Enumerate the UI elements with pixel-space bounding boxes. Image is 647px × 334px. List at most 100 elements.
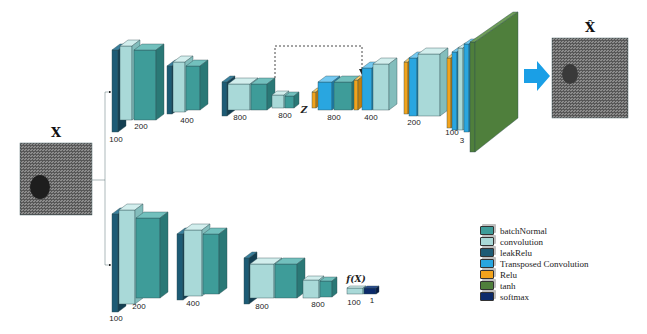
legend-text: Relu <box>500 270 517 280</box>
conv-layer <box>373 58 397 110</box>
legend-text: tanh <box>500 281 516 291</box>
transposed-conv-layer <box>409 58 417 116</box>
legend: batchNormalconvolutionleakReluTransposed… <box>480 225 588 302</box>
symbol-label: f(X) <box>346 275 365 284</box>
output-arrow <box>524 61 550 91</box>
channel-count: 200 <box>407 119 420 127</box>
legend-swatch <box>480 292 494 301</box>
channel-count: 400 <box>364 114 377 122</box>
batchnorm-layer <box>186 66 200 110</box>
skip-connection <box>275 46 365 78</box>
tanh-layer <box>475 12 518 152</box>
transposed-conv-layer <box>452 52 457 130</box>
conv-layer <box>228 84 250 110</box>
conv-layer <box>418 54 440 116</box>
relu-layer <box>404 62 408 114</box>
batchnorm-layer <box>320 277 337 297</box>
leakrelu-layer <box>112 214 118 312</box>
relu-layer <box>354 76 363 110</box>
leakrelu-layer <box>112 50 118 132</box>
conv-layer <box>458 48 463 130</box>
leakrelu-layer <box>167 66 172 114</box>
batchnorm-layer <box>294 92 299 108</box>
batchnorm-layer <box>156 44 164 120</box>
batchnorm-layer <box>186 60 208 110</box>
output-image: X̂ <box>552 38 628 118</box>
input-image: X <box>20 143 92 215</box>
channel-count: 800 <box>327 114 340 122</box>
batchnorm-layer <box>285 92 299 108</box>
output-image <box>552 38 628 118</box>
branch-arrows <box>92 92 111 265</box>
output-image <box>552 38 628 118</box>
batchnorm-layer <box>203 234 219 294</box>
conv-layer <box>373 64 389 110</box>
legend-swatch <box>480 270 494 279</box>
legend-text: Transposed Convolution <box>500 259 588 269</box>
softmax-layer <box>376 286 379 294</box>
legend-text: leakRelu <box>500 248 532 258</box>
channel-count: 400 <box>180 117 193 125</box>
transposed-conv-layer <box>362 68 372 110</box>
channel-count: 400 <box>186 300 199 308</box>
legend-swatch <box>480 226 494 235</box>
channel-count: 800 <box>255 303 268 311</box>
conv-layer <box>272 95 284 108</box>
branch-arrows <box>105 265 111 266</box>
batchnorm-layer <box>160 212 168 298</box>
legend-row: leakRelu <box>480 247 588 258</box>
legend-swatch <box>480 237 494 246</box>
relu-layer <box>447 58 451 128</box>
branch-arrows <box>105 92 111 93</box>
conv-layer <box>173 62 185 112</box>
batchnorm-layer <box>251 78 275 110</box>
skip-connection <box>275 46 362 78</box>
channel-count: 3 <box>460 137 464 145</box>
conv-layer <box>119 210 135 304</box>
softmax-layer <box>364 286 379 294</box>
legend-text: convolution <box>500 237 543 247</box>
leakrelu-layer <box>222 82 227 116</box>
image-label: X <box>51 125 61 140</box>
batchnorm-layer <box>219 228 227 294</box>
legend-swatch <box>480 248 494 257</box>
conv-layer <box>389 58 397 110</box>
batchnorm-layer <box>320 281 332 297</box>
input-image <box>30 175 50 199</box>
channel-count: 200 <box>132 303 145 311</box>
tanh-layer <box>470 12 518 152</box>
channel-count: 800 <box>233 114 246 122</box>
tanh-layer <box>470 42 475 152</box>
branch-arrows <box>92 92 105 265</box>
softmax-layer <box>364 288 376 294</box>
legend-row: batchNormal <box>480 225 588 236</box>
channel-count: 100 <box>109 136 122 144</box>
channel-count: 800 <box>278 112 291 120</box>
batchnorm-layer <box>134 50 156 120</box>
batchnorm-layer <box>275 264 297 298</box>
channel-count: 100 <box>445 129 458 137</box>
conv-layer <box>120 46 132 120</box>
conv-layer <box>184 230 202 296</box>
legend-row: convolution <box>480 236 588 247</box>
input-image <box>20 143 92 215</box>
batchnorm-layer <box>136 218 160 298</box>
transposed-conv-layer <box>464 44 469 132</box>
legend-swatch <box>480 281 494 290</box>
batchnorm-layer <box>134 44 164 120</box>
dense-layer <box>347 288 363 294</box>
output-image <box>562 64 578 84</box>
channel-count: 800 <box>311 301 324 309</box>
relu-layer <box>312 92 316 108</box>
image-label: X̂ <box>585 20 595 35</box>
transposed-conv-layer <box>452 47 464 130</box>
legend-text: batchNormal <box>500 226 547 236</box>
channel-count: 1 <box>370 297 374 305</box>
leakrelu-layer <box>177 234 183 300</box>
batchnorm-layer <box>200 60 208 110</box>
relu-layer <box>354 80 358 110</box>
legend-row: Transposed Convolution <box>480 258 588 269</box>
input-image <box>20 143 92 215</box>
batchnorm-layer <box>332 277 337 297</box>
